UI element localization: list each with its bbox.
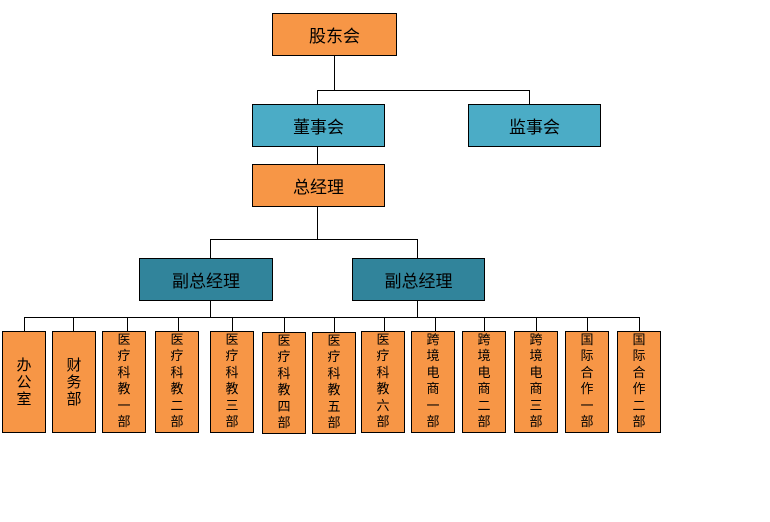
connector xyxy=(284,317,285,332)
connector xyxy=(484,317,485,331)
connector xyxy=(24,317,640,318)
supervisory-board-node[interactable]: 监事会 xyxy=(468,104,601,147)
node-label: 董事会 xyxy=(293,118,344,138)
connector xyxy=(435,317,436,331)
board-of-directors-node[interactable]: 董事会 xyxy=(252,104,385,147)
department-node[interactable]: 办公室 xyxy=(2,331,46,433)
node-label: 医疗科教一部 xyxy=(117,332,131,431)
node-label: 监事会 xyxy=(509,118,560,138)
node-label: 医疗科教四部 xyxy=(277,333,291,432)
connector xyxy=(73,317,74,331)
department-node[interactable]: 跨境电商一部 xyxy=(411,331,455,433)
node-label: 医疗科教二部 xyxy=(170,332,184,431)
connector xyxy=(210,239,418,240)
department-node[interactable]: 医疗科教六部 xyxy=(361,331,405,433)
connector xyxy=(334,317,335,332)
node-label: 副总经理 xyxy=(172,272,240,292)
general-manager-node[interactable]: 总经理 xyxy=(252,164,385,207)
connector xyxy=(317,90,530,91)
node-label: 跨境电商二部 xyxy=(477,332,491,431)
node-label: 医疗科教六部 xyxy=(376,332,390,431)
connector xyxy=(417,239,418,258)
department-node[interactable]: 跨境电商二部 xyxy=(462,331,506,433)
department-node[interactable]: 国际合作一部 xyxy=(565,331,609,433)
node-label: 股东会 xyxy=(309,27,360,47)
node-label: 总经理 xyxy=(293,178,344,198)
connector xyxy=(232,317,233,331)
connector xyxy=(317,90,318,104)
department-node[interactable]: 跨境电商三部 xyxy=(514,331,558,433)
deputy-general-manager-node[interactable]: 副总经理 xyxy=(139,258,273,301)
connector xyxy=(639,317,640,331)
connector xyxy=(317,146,318,164)
connector xyxy=(317,206,318,239)
node-label: 办公室 xyxy=(16,355,32,408)
node-label: 跨境电商一部 xyxy=(426,332,440,431)
node-label: 医疗科教五部 xyxy=(327,333,341,432)
node-label: 副总经理 xyxy=(384,272,453,292)
connector xyxy=(384,317,385,331)
department-node[interactable]: 财务部 xyxy=(52,331,96,433)
connector xyxy=(587,317,588,331)
connector xyxy=(334,55,335,90)
node-label: 财务部 xyxy=(66,355,82,408)
connector xyxy=(417,300,418,317)
node-label: 医疗科教三部 xyxy=(225,332,239,431)
node-label: 跨境电商三部 xyxy=(529,332,543,431)
deputy-general-manager-node[interactable]: 副总经理 xyxy=(352,258,485,301)
connector xyxy=(210,300,211,317)
department-node[interactable]: 医疗科教一部 xyxy=(102,331,146,433)
department-node[interactable]: 医疗科教四部 xyxy=(262,332,306,434)
department-node[interactable]: 医疗科教五部 xyxy=(312,332,356,434)
connector xyxy=(127,317,128,331)
node-label: 国际合作一部 xyxy=(580,332,594,431)
connector xyxy=(178,317,179,331)
node-label: 国际合作二部 xyxy=(632,332,646,431)
shareholders-meeting-node[interactable]: 股东会 xyxy=(272,13,397,56)
department-node[interactable]: 医疗科教三部 xyxy=(210,331,254,433)
department-node[interactable]: 医疗科教二部 xyxy=(155,331,199,433)
connector xyxy=(536,317,537,331)
connector xyxy=(210,239,211,258)
connector xyxy=(24,317,25,331)
department-node[interactable]: 国际合作二部 xyxy=(617,331,661,433)
connector xyxy=(529,90,530,104)
